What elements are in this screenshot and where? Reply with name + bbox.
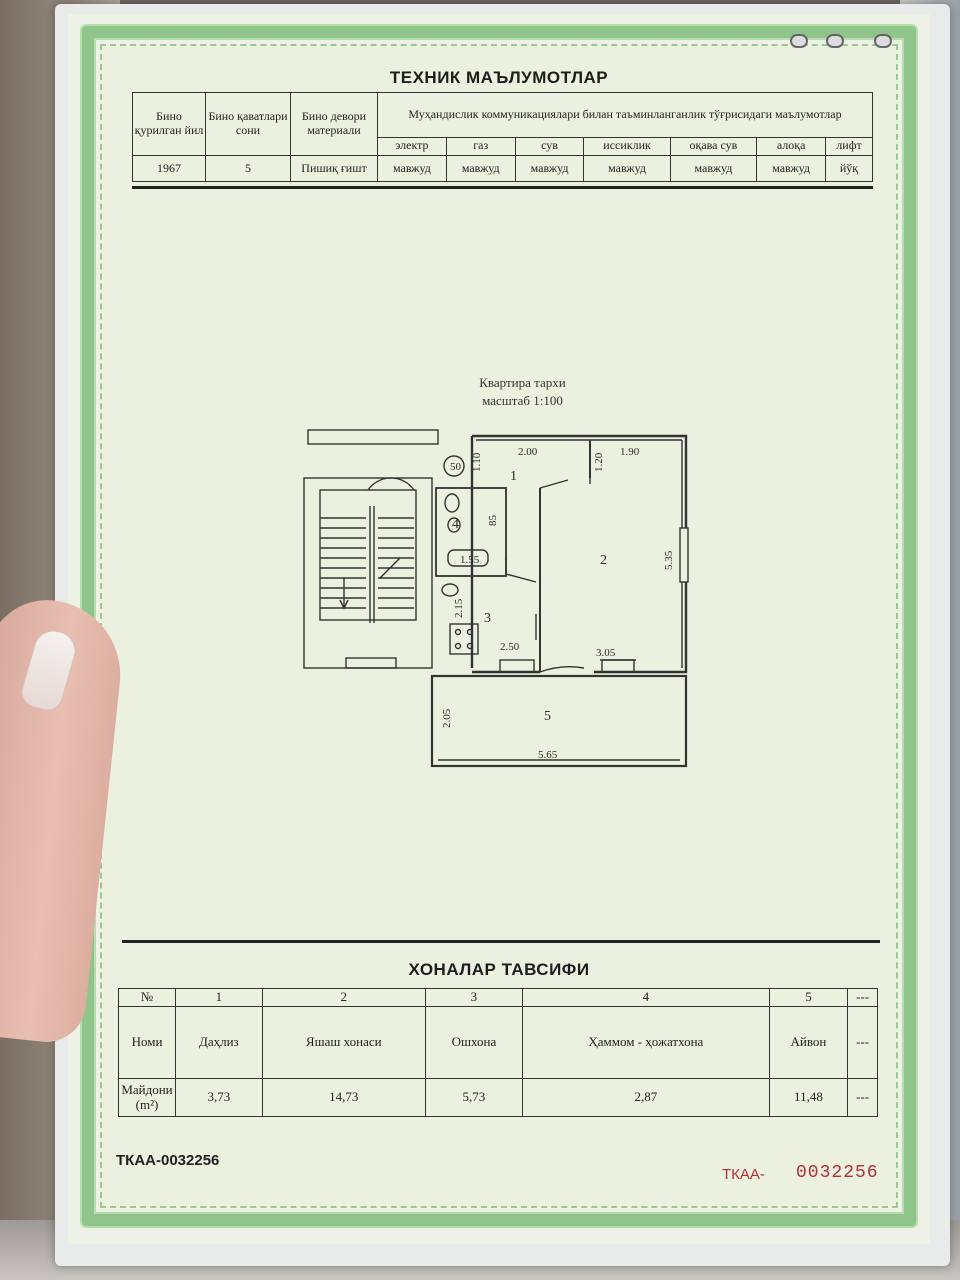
dim-label: 1.90	[620, 446, 640, 458]
document-reference-number: ТКАА-0032256	[116, 1152, 220, 1169]
plan-caption-title: Квартира тархи	[479, 375, 566, 390]
stairwell	[303, 477, 433, 669]
divider-bar	[132, 186, 873, 189]
sink	[447, 517, 461, 533]
sleeve-hole-icon	[790, 34, 808, 48]
utility-value: йўқ	[825, 154, 873, 183]
apartment-floor-plan: 50 2.00 1.90 1.10 1.20 85 1.55 5.35 2.15…	[303, 429, 689, 768]
room-number: 4	[452, 517, 459, 532]
dim-label: 2.00	[518, 446, 538, 458]
kitchen-sink	[441, 583, 459, 597]
serial-prefix: ТКАА-	[722, 1166, 765, 1183]
utility-header: оқава сув	[669, 136, 758, 156]
row-area-label: Майдони (m²)	[118, 1078, 176, 1117]
room-area-cell: 11,48	[768, 1078, 849, 1117]
dim-label: 1.55	[460, 554, 480, 566]
row-num-label: №	[118, 988, 176, 1007]
room-number-cell: 5	[768, 988, 849, 1007]
utility-header: лифт	[825, 136, 873, 156]
dim-label: 2.50	[500, 641, 520, 653]
col-floors-header: Бино қаватлари сони	[205, 92, 291, 156]
col-year-header: Бино қурилган йил	[132, 92, 206, 156]
sleeve-hole-icon	[826, 34, 844, 48]
utility-value: мавжуд	[377, 154, 447, 183]
floors-value: 5	[205, 154, 291, 183]
col-wall-header: Бино девори материали	[290, 92, 378, 156]
toilet	[444, 493, 460, 513]
window	[679, 527, 689, 583]
tech-data-table: Бино қурилган йил Бино қаватлари сони Би…	[132, 92, 873, 183]
room-area-cell: 3,73	[175, 1078, 263, 1117]
utility-value: мавжуд	[756, 154, 827, 183]
wall-value: Пишиқ ғишт	[290, 154, 378, 183]
comm-header: Муҳандислик коммуникациялари билан таъми…	[377, 92, 873, 138]
rooms-table: № 1 2 3 4 5 --- Номи Даҳлиз Яшаш хонаси …	[118, 988, 878, 1117]
room-area-cell: 2,87	[521, 1078, 770, 1117]
utility-header: электр	[377, 136, 447, 156]
utility-value: мавжуд	[583, 154, 671, 183]
room-number: 2	[600, 553, 607, 568]
dim-label: 2.15	[453, 598, 465, 618]
dim-label: 85	[487, 515, 499, 527]
room-number: 3	[484, 611, 491, 626]
room-number-cell: 1	[175, 988, 263, 1007]
room-number: 1	[510, 469, 517, 484]
room-area-cell: 14,73	[261, 1078, 426, 1117]
dim-label: 5.65	[538, 749, 558, 761]
dim-label: 5.35	[663, 550, 675, 570]
stair-landing-top	[307, 429, 439, 445]
stair-number: 50	[450, 461, 462, 473]
utility-header: газ	[445, 136, 516, 156]
utility-value: мавжуд	[669, 154, 758, 183]
dim-label: 1.20	[593, 452, 605, 472]
tech-data-title: ТЕХНИК МАЪЛУМОТЛАР	[389, 68, 609, 87]
dim-label: 1.10	[471, 452, 483, 472]
plan-caption: Квартира тархи масштаб 1:100	[430, 374, 615, 410]
bathroom-block	[435, 487, 507, 577]
plan-caption-scale: масштаб 1:100	[482, 393, 563, 409]
utility-header: алоқа	[756, 136, 827, 156]
balcony	[430, 674, 688, 768]
year-value: 1967	[132, 154, 206, 183]
serial-number: 0032256	[796, 1163, 879, 1183]
dim-label: 3.05	[596, 647, 616, 659]
room-name-cell: Даҳлиз	[175, 1006, 263, 1079]
rooms-title: ХОНАЛАР ТАВСИФИ	[408, 960, 590, 979]
room-area-cell: ---	[847, 1078, 878, 1117]
room-number-cell: 4	[521, 988, 770, 1007]
utility-header: сув	[514, 136, 585, 156]
bathtub	[447, 549, 489, 567]
room-name-cell: Айвон	[768, 1006, 849, 1079]
divider-bar	[122, 940, 880, 943]
sleeve-hole-icon	[874, 34, 892, 48]
room-number-cell: 2	[261, 988, 426, 1007]
room-number-cell: ---	[847, 988, 878, 1007]
stove	[449, 623, 479, 655]
room-name-cell: Яшаш хонаси	[261, 1006, 426, 1079]
row-name-label: Номи	[118, 1006, 176, 1079]
room-name-cell: Ошхона	[424, 1006, 523, 1079]
utility-value: мавжуд	[445, 154, 516, 183]
room-number: 5	[544, 709, 551, 724]
room-name-cell: ---	[847, 1006, 878, 1079]
room-name-cell: Ҳаммом - ҳожатхона	[521, 1006, 770, 1079]
dim-label: 2.05	[441, 708, 453, 728]
room-number-cell: 3	[424, 988, 523, 1007]
utility-header: иссиклик	[583, 136, 671, 156]
room-area-cell: 5,73	[424, 1078, 523, 1117]
utility-value: мавжуд	[514, 154, 585, 183]
